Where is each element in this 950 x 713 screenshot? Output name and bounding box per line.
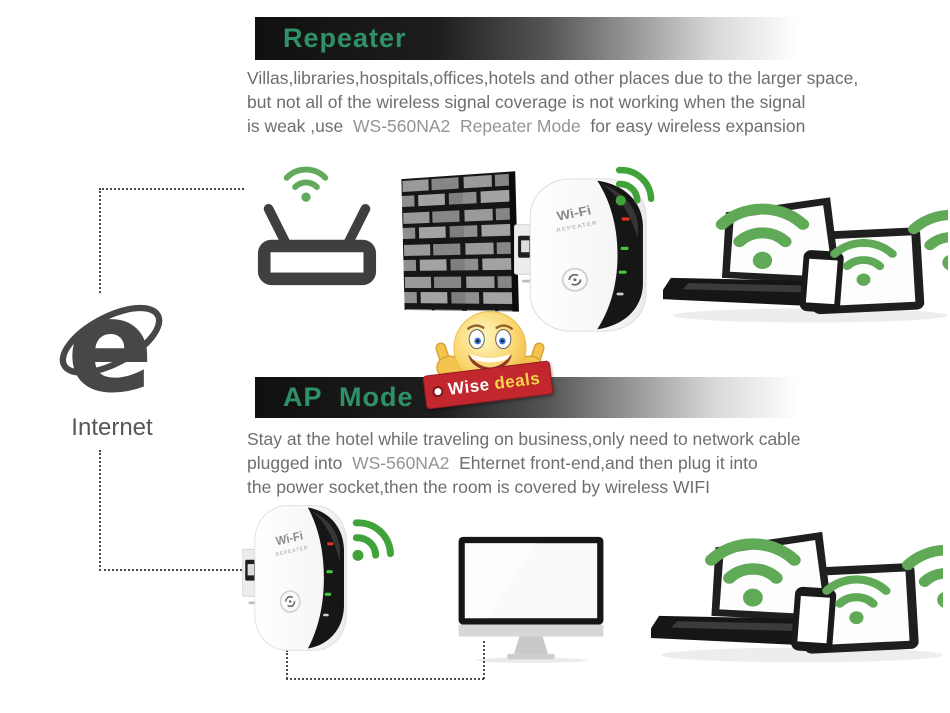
tag-hole-icon xyxy=(431,385,445,398)
internet-label: Internet xyxy=(71,414,153,441)
watermark-wise-text: Wise xyxy=(447,374,491,399)
watermark-deals-text: deals xyxy=(493,368,542,394)
repeater-line-3c: for easy wireless expansion xyxy=(585,116,806,136)
ap-line-3: the power socket,then the room is covere… xyxy=(247,477,710,497)
ap-mode-section-title: AP Mode xyxy=(283,382,414,412)
repeater-line-3: is weak ,use WS-560NA2 Repeater Mode for… xyxy=(247,114,858,138)
connector-repeater-down xyxy=(286,650,288,679)
repeater-line-3a: is weak ,use xyxy=(247,116,354,136)
model-number-text-2: WS-560NA2 xyxy=(352,453,450,473)
client-devices-bottom xyxy=(651,520,943,666)
repeater-description: Villas,libraries,hospitals,offices,hotel… xyxy=(247,66,858,138)
internet-explorer-e-icon xyxy=(54,292,168,404)
ap-mode-description: Stay at the hotel while traveling on bus… xyxy=(247,427,801,499)
repeater-line-1: Villas,libraries,hospitals,offices,hotel… xyxy=(247,68,859,88)
connector-internet-to-router xyxy=(99,188,244,190)
desktop-monitor xyxy=(455,535,607,663)
model-number-text: WS-560NA2 xyxy=(353,116,451,136)
ap-line-2a: plugged into xyxy=(247,453,353,473)
repeater-section-title: Repeater xyxy=(283,23,407,53)
repeater-section-banner: Repeater xyxy=(255,17,950,60)
router-wifi-icon xyxy=(280,161,332,203)
connector-repeater-to-monitor xyxy=(286,678,484,680)
ap-line-2: plugged into WS-560NA2 Ehternet front-en… xyxy=(247,451,801,475)
repeater-mode-text: Repeater Mode xyxy=(450,116,586,136)
ap-line-2b: Ehternet front-end,and then plug it into xyxy=(449,453,758,473)
brick-wall xyxy=(401,171,519,311)
client-devices-top xyxy=(663,186,948,326)
connector-vertical-top xyxy=(99,188,101,293)
router-icon xyxy=(256,203,378,288)
connector-vertical-bottom xyxy=(99,450,101,571)
ap-line-1: Stay at the hotel while traveling on bus… xyxy=(247,429,801,449)
connector-internet-to-repeater xyxy=(99,569,246,571)
ap-mode-section-banner: AP Mode xyxy=(255,377,950,418)
repeater-device-bottom xyxy=(242,504,348,652)
repeater-line-2: but not all of the wireless signal cover… xyxy=(247,92,806,112)
